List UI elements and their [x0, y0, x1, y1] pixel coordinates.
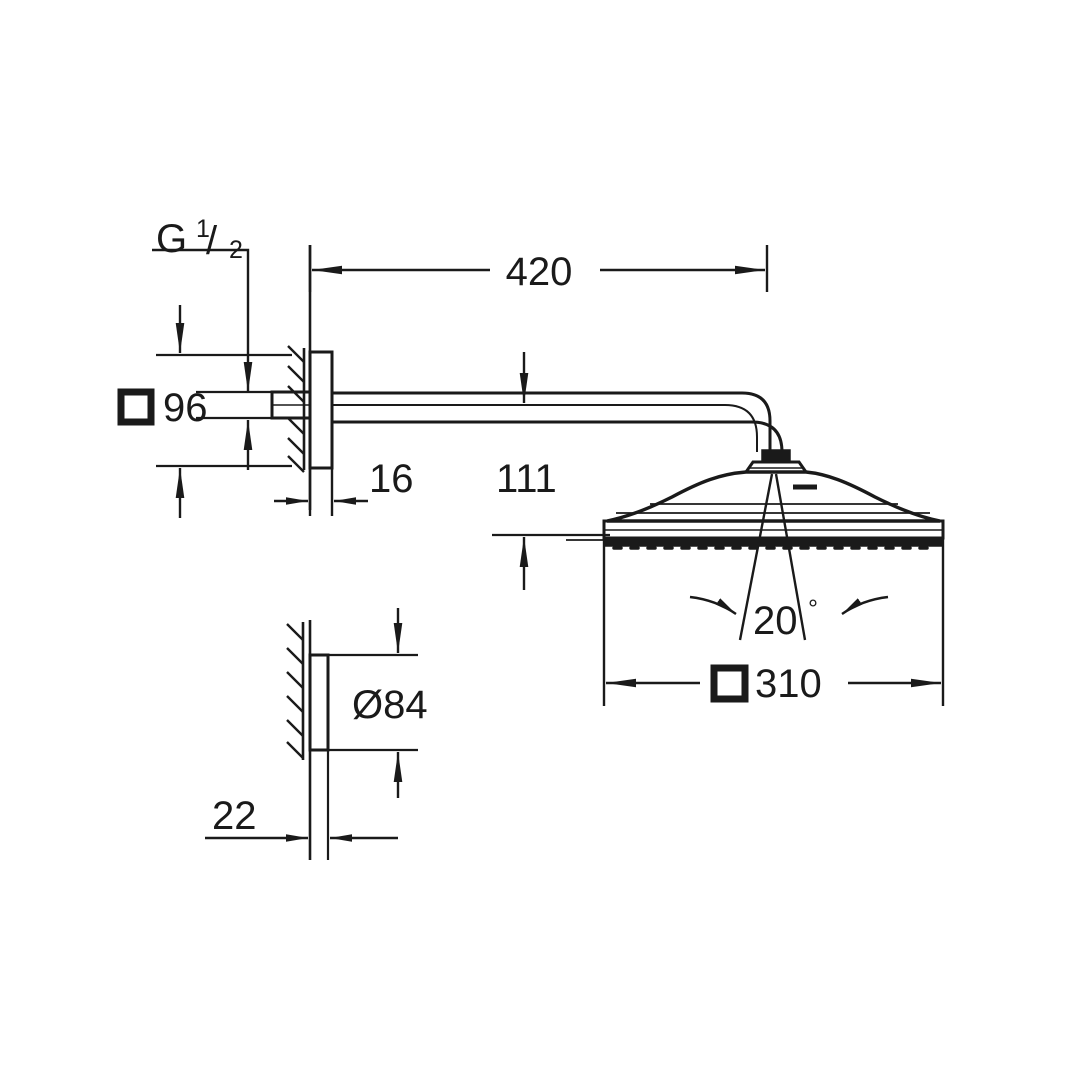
- main-side-view: [270, 245, 945, 641]
- dimension-111: 111: [492, 352, 610, 590]
- dimension-16: 16: [274, 457, 414, 516]
- spray-cone-lines: [738, 473, 807, 641]
- dim-d84-label: Ø84: [352, 683, 428, 727]
- shower-head-body: [602, 470, 945, 550]
- wall-bracket-detail-view: [286, 620, 418, 860]
- wall-hatching-detail: [286, 623, 304, 759]
- dimension-310: 310: [566, 537, 945, 706]
- head-mount-collar: [743, 449, 809, 474]
- dimension-96: 96: [117, 305, 292, 518]
- dim-310-label: 310: [755, 662, 822, 706]
- dim-thread-slash: /: [206, 219, 218, 263]
- dimension-d84: Ø84: [352, 608, 428, 798]
- dimension-20-degrees: 20 °: [689, 595, 889, 643]
- dim-thread-numerator: 1: [196, 215, 210, 243]
- square-symbol-96: [117, 388, 155, 426]
- dimension-22: 22: [205, 794, 398, 842]
- square-symbol-310: [710, 664, 749, 703]
- dim-20-degree-symbol: °: [808, 595, 818, 623]
- dim-thread-g-label: G: [156, 217, 187, 261]
- wall-hatching-main: [287, 345, 305, 473]
- shower-arm: [332, 391, 784, 453]
- dim-thread-denominator: 2: [229, 236, 243, 264]
- dim-111-label: 111: [496, 457, 557, 501]
- dim-22-label: 22: [212, 794, 257, 838]
- bracket-body: [308, 653, 330, 752]
- dim-420-label: 420: [506, 250, 573, 294]
- dim-96-label: 96: [163, 386, 208, 430]
- dimension-420: 420: [308, 245, 769, 294]
- thread-connector: [270, 390, 312, 420]
- dimension-thread-g-half: G 1 / 2: [152, 215, 280, 470]
- wall-flange-plate: [308, 350, 334, 470]
- dim-20-label: 20: [753, 599, 798, 643]
- dim-16-label: 16: [369, 457, 414, 501]
